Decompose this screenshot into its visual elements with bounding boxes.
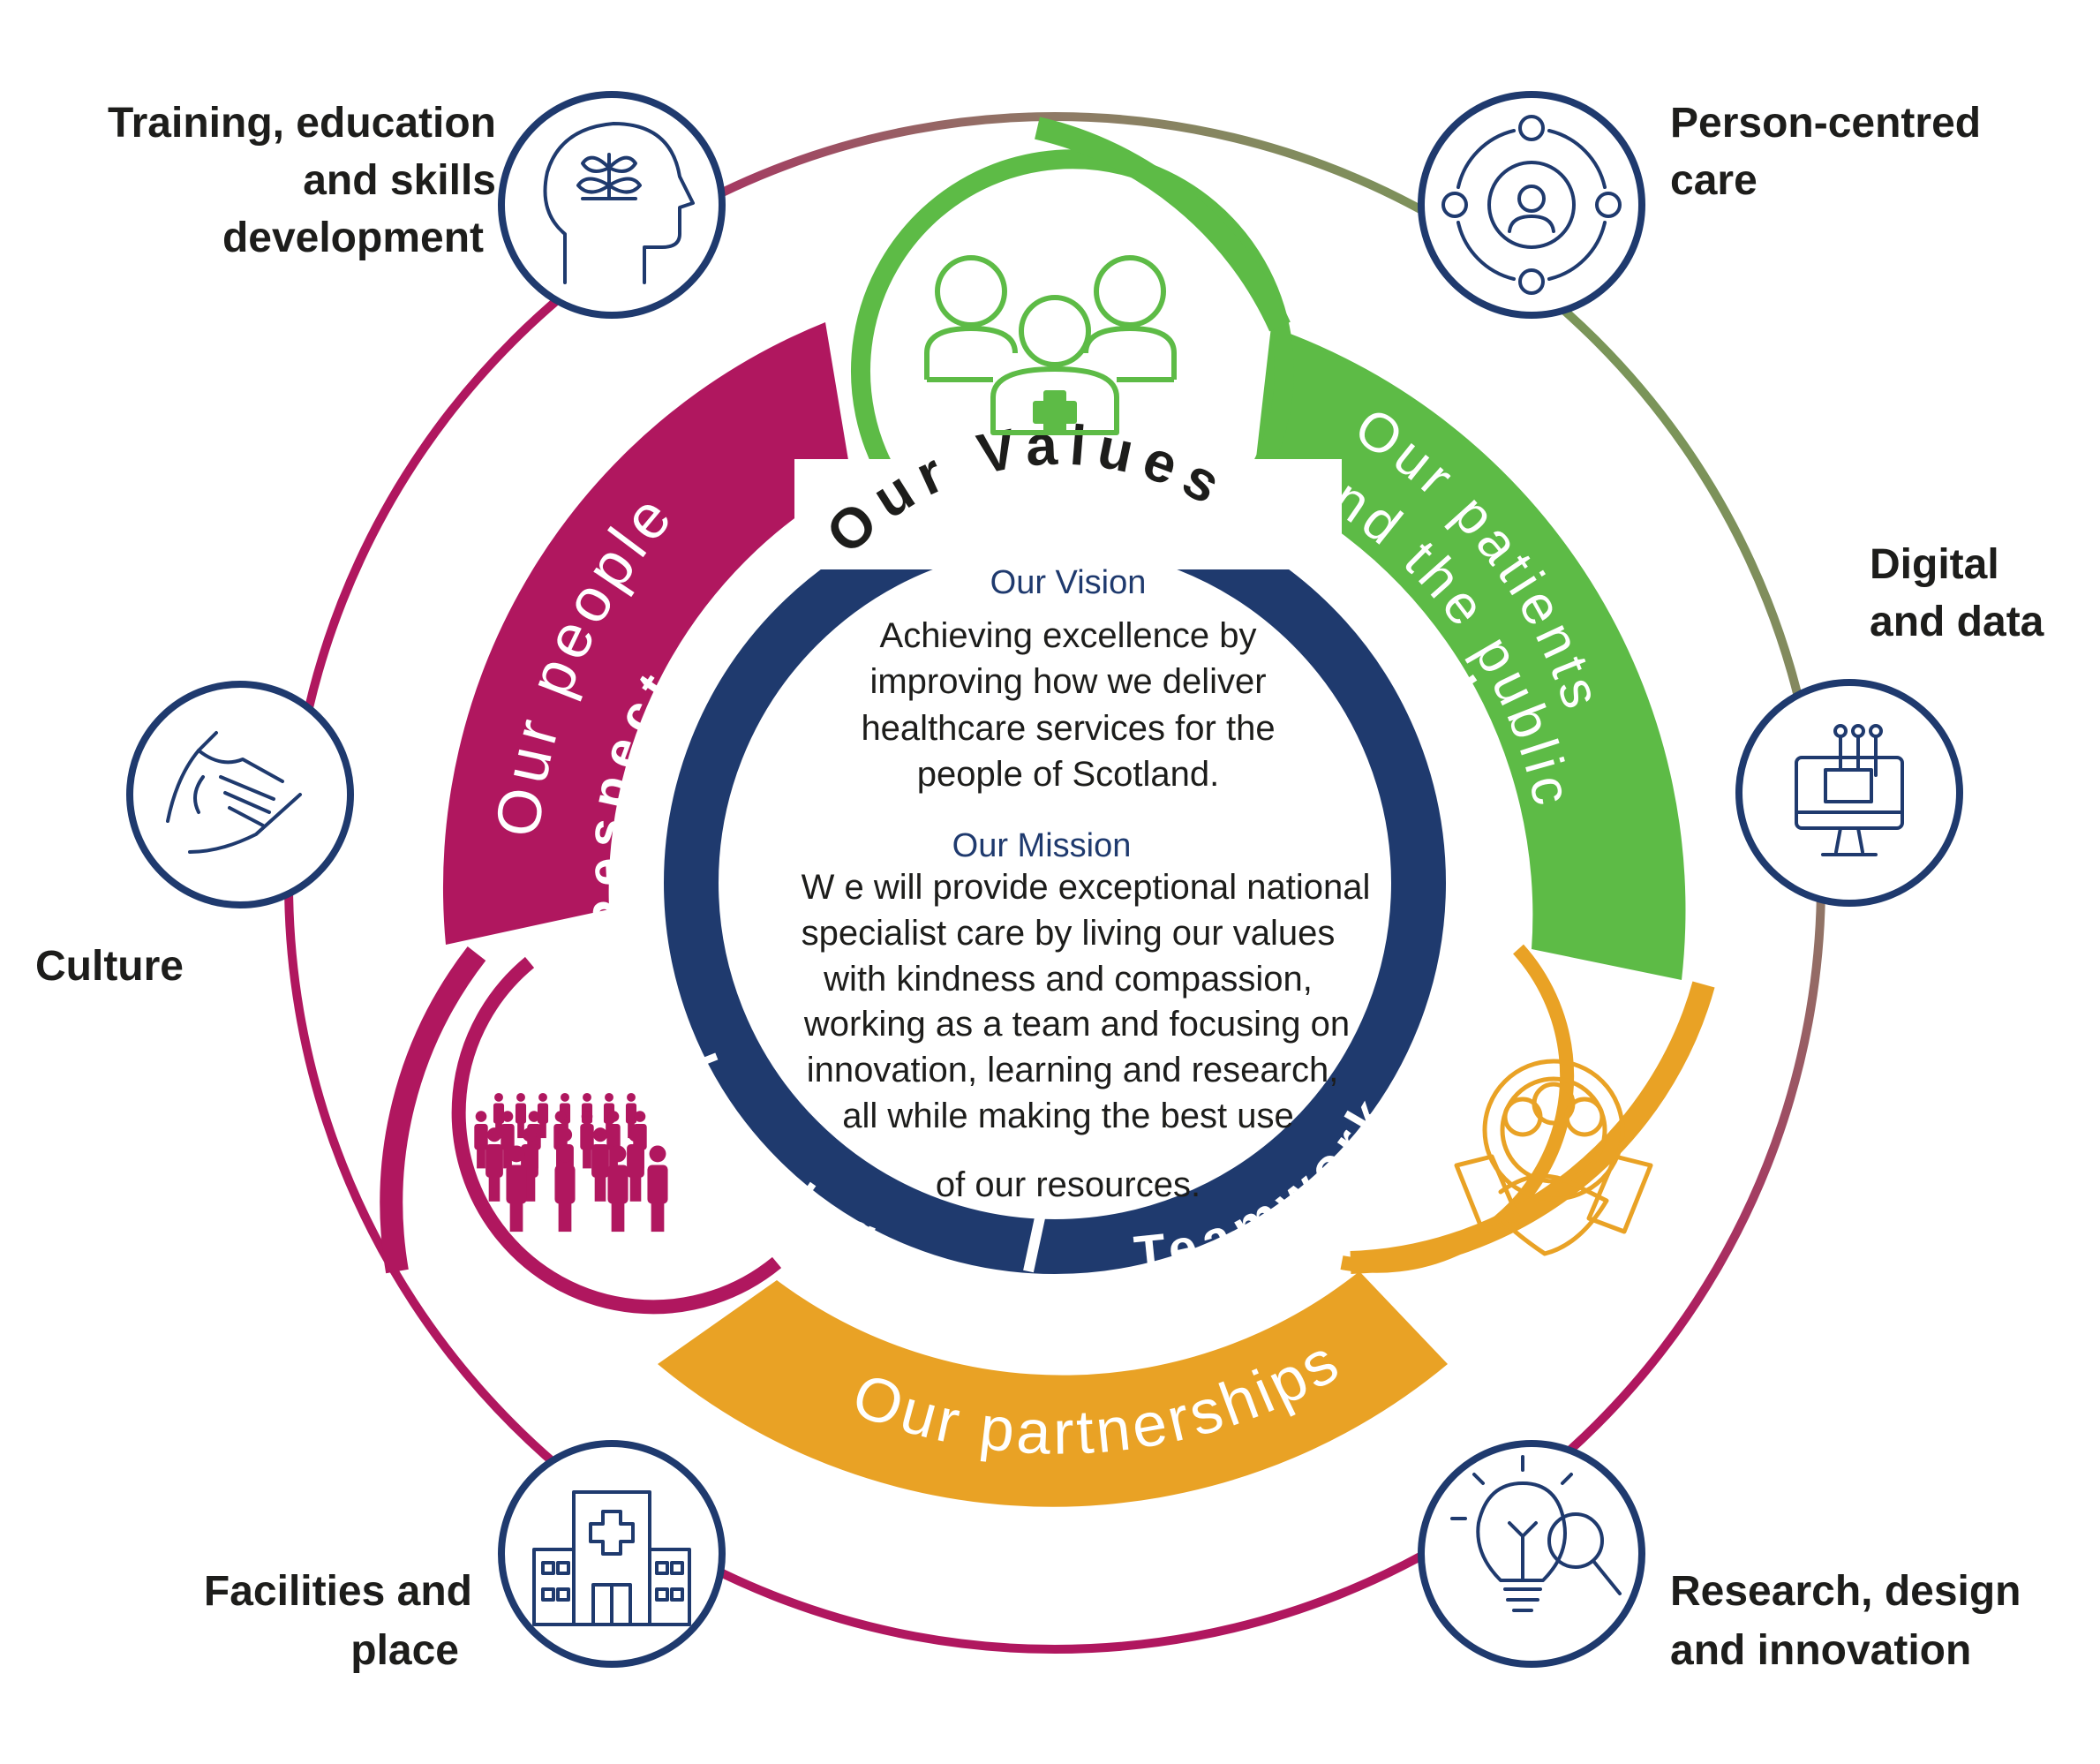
- svg-text:place: place: [350, 1627, 459, 1674]
- vision-heading: Our Vision: [990, 564, 1147, 601]
- people-band: [442, 322, 852, 945]
- svg-text:and innovation: and innovation: [1670, 1627, 1971, 1674]
- mission-heading: Our Mission: [952, 827, 1132, 864]
- digital-icon-circle: [1735, 679, 1963, 907]
- facilities-icon-circle: [498, 1440, 726, 1668]
- crowd-person: [501, 1111, 515, 1169]
- label-digital: Digital and data: [1870, 541, 2044, 645]
- person-centred-icon-circle: [1418, 91, 1645, 319]
- svg-text:and skills: and skills: [303, 157, 496, 204]
- crowd-person: [627, 1127, 644, 1202]
- crowd-of-people-icon: [474, 1092, 668, 1233]
- label-person-centred: Person-centred care: [1670, 100, 1981, 204]
- crowd-person: [591, 1127, 609, 1202]
- svg-text:Facilities and: Facilities and: [204, 1568, 472, 1615]
- patients-top-arc: [851, 149, 1294, 486]
- vision-line: healthcare services for the: [861, 709, 1275, 748]
- person-centred-cycle-icon: [1441, 115, 1622, 295]
- vision-line: improving how we deliver: [869, 662, 1266, 701]
- lightbulb-magnifier-icon: [1450, 1455, 1622, 1612]
- crowd-person: [554, 1145, 576, 1233]
- crowd-person: [647, 1145, 668, 1233]
- computer-monitor-icon: [1795, 724, 1904, 856]
- svg-text:Training, education: Training, education: [108, 100, 496, 147]
- crowd-person: [506, 1145, 527, 1233]
- crowd-person: [515, 1092, 527, 1139]
- center-disc: [719, 547, 1390, 1218]
- svg-text:and data: and data: [1870, 599, 2044, 645]
- vision-block: Our Vision Achieving excellence by impro…: [861, 564, 1275, 794]
- svg-text:care: care: [1670, 157, 1758, 204]
- head-with-plant-icon: [543, 122, 695, 284]
- crowd-person: [537, 1092, 549, 1139]
- svg-text:Research, design: Research, design: [1670, 1568, 2021, 1615]
- people-tail: [380, 946, 486, 1274]
- vision-line: Achieving excellence by: [880, 616, 1257, 655]
- mission-line: of our resources.: [936, 1165, 1201, 1204]
- mission-line: with kindness and compassion,: [823, 960, 1313, 999]
- helping-hands-icon: [166, 731, 302, 854]
- patients-top-tail: [1035, 117, 1291, 332]
- mission-line: working as a team and focusing on: [803, 1005, 1350, 1044]
- vision-line: people of Scotland.: [917, 755, 1219, 794]
- mission-line: innovation, learning and research,: [807, 1051, 1339, 1089]
- healthcare-team-icon: [924, 255, 1177, 435]
- crowd-person: [485, 1127, 503, 1202]
- hospital-building-icon: [532, 1490, 691, 1626]
- crowd-person: [474, 1111, 488, 1169]
- label-research: Research, design and innovation: [1670, 1568, 2021, 1674]
- mission-block: Our Mission W e will provide exceptional…: [802, 827, 1371, 1204]
- research-icon-circle: [1418, 1440, 1645, 1668]
- crowd-person: [580, 1111, 594, 1169]
- label-facilities: Facilities and place: [204, 1568, 472, 1674]
- crowd-person: [607, 1145, 628, 1233]
- label-culture: Culture: [35, 943, 184, 990]
- people-inner-arc: [451, 956, 782, 1315]
- partnerships-band: [658, 1271, 1448, 1507]
- svg-text:Culture: Culture: [35, 943, 184, 990]
- mission-line: W e will provide exceptional national: [802, 868, 1371, 907]
- mission-line: specialist care by living our values: [802, 914, 1336, 953]
- culture-icon-circle: [126, 681, 354, 908]
- label-training: Training, education and skills developme…: [108, 100, 496, 261]
- mission-line: all while making the best use: [842, 1097, 1293, 1135]
- training-icon-circle: [498, 91, 726, 319]
- svg-text:development: development: [222, 215, 484, 261]
- svg-text:Person-centred: Person-centred: [1670, 100, 1981, 147]
- patients-band: [1253, 327, 1686, 980]
- svg-text:Digital: Digital: [1870, 541, 1999, 588]
- handshake-gear-icon: [1454, 1059, 1653, 1256]
